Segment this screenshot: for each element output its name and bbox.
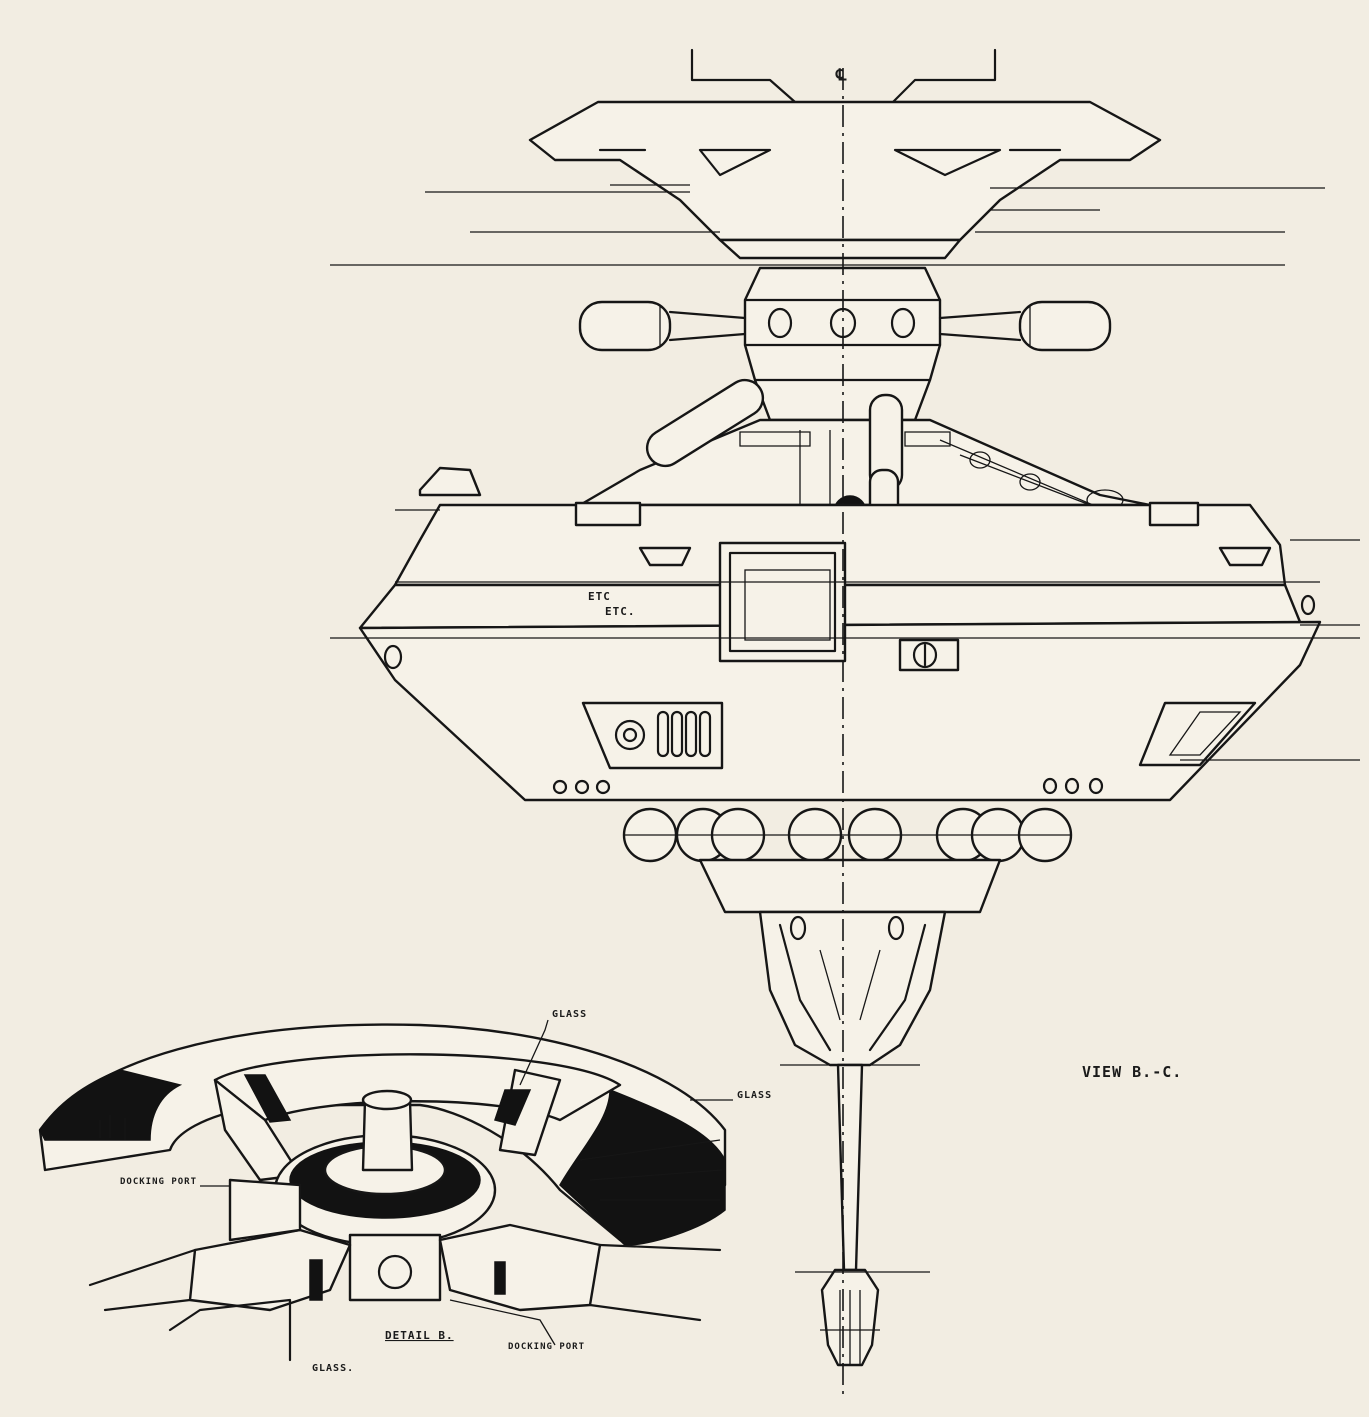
glass-label-right: GLASS — [737, 1090, 772, 1101]
docking-port-label-bottom: DOCKING PORT — [508, 1342, 585, 1352]
lower-spine — [758, 910, 947, 1367]
detail-b-drawing — [38, 1019, 733, 1362]
glass-label-top: GLASS — [552, 1009, 587, 1020]
sphere-row — [622, 807, 1073, 914]
central-column — [578, 266, 1112, 422]
detail-b-title: DETAIL B. — [385, 1329, 454, 1342]
main-hull — [330, 501, 1360, 802]
docking-port-label-left: DOCKING PORT — [120, 1177, 197, 1187]
view-title: VIEW B.-C. — [1082, 1063, 1182, 1081]
top-antenna-array — [330, 48, 1325, 266]
centerline-mark: ℄ — [835, 65, 847, 84]
glass-label-bottom: GLASS. — [312, 1363, 354, 1374]
etc-note-1: ETC — [588, 590, 611, 603]
etc-note-2: ETC. — [605, 605, 636, 618]
